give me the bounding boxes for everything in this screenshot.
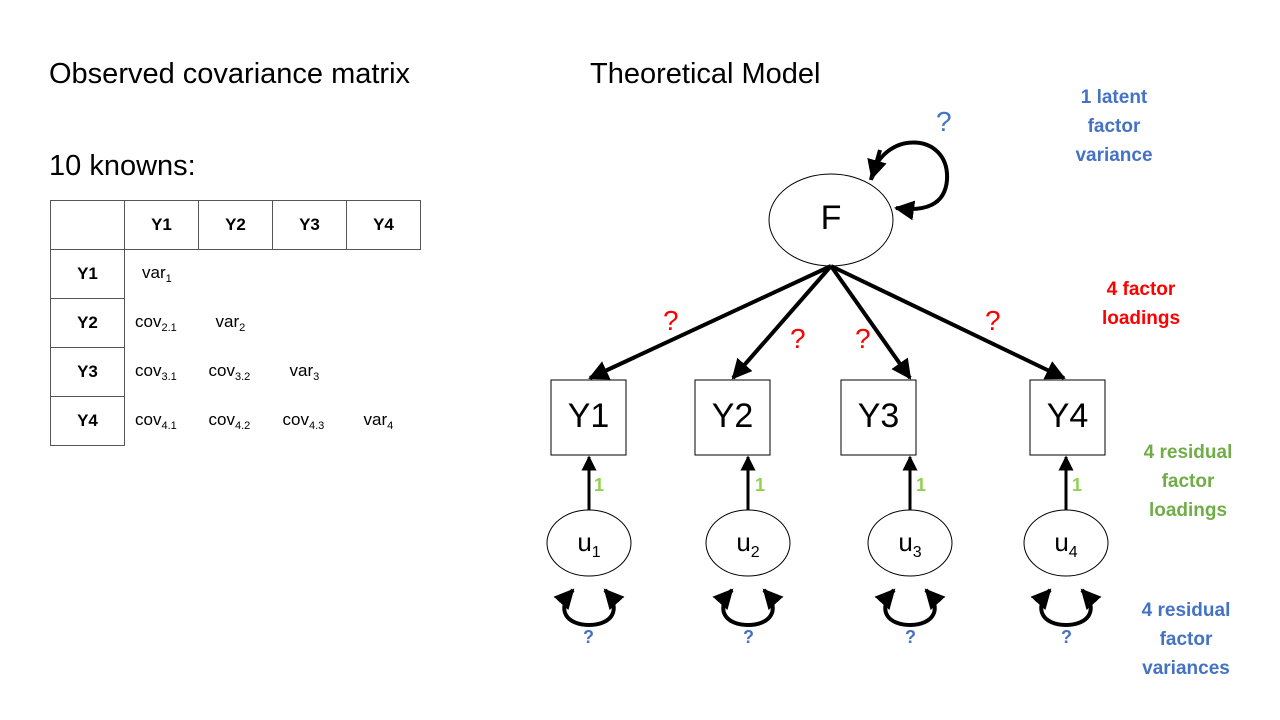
residual-node-u3 bbox=[867, 509, 953, 577]
latent-variance-unknown: ? bbox=[936, 106, 952, 137]
matrix-header-row: Y1 Y2 Y3 Y4 bbox=[50, 200, 421, 250]
knowns-label: 10 knowns: bbox=[49, 150, 196, 182]
matrix-col-header: Y4 bbox=[346, 200, 421, 250]
matrix-row-header: Y4 bbox=[50, 396, 125, 446]
residual-variance-unknown-4: ? bbox=[1061, 627, 1072, 647]
matrix-cell: cov3.2 bbox=[208, 361, 251, 383]
matrix-row: Y2 cov2.1 var2 bbox=[50, 298, 421, 348]
residual-variance-arrow-4 bbox=[1030, 588, 1102, 628]
observed-label-y3: Y3 bbox=[857, 397, 900, 435]
observed-label-y2: Y2 bbox=[711, 397, 754, 435]
loading-arrow-y4 bbox=[830, 264, 1066, 380]
residual-node-u1 bbox=[546, 509, 632, 577]
matrix-col-header: Y1 bbox=[124, 200, 199, 250]
matrix-cell: cov4.1 bbox=[135, 410, 177, 432]
observed-label-y4: Y4 bbox=[1046, 397, 1089, 435]
residual-variance-unknown-1: ? bbox=[583, 627, 594, 647]
fixed-loading-4: 1 bbox=[1072, 475, 1083, 495]
residual-variances-annotation: 4 residual factor variances bbox=[1141, 600, 1231, 679]
latent-variance-arrow bbox=[869, 140, 950, 221]
loading-arrow-y3 bbox=[829, 264, 912, 380]
residual-label-u3: u3 bbox=[898, 527, 922, 561]
residual-label-u4: u4 bbox=[1054, 527, 1078, 561]
factor-loadings-annotation: 4 factor loadings bbox=[1101, 279, 1181, 329]
residual-node-u4 bbox=[1023, 509, 1109, 577]
matrix-cell: var3 bbox=[289, 361, 320, 383]
matrix-row: Y3 cov3.1 cov3.2 var3 bbox=[50, 347, 421, 397]
observed-node-y4 bbox=[1029, 379, 1106, 456]
observed-matrix-title: Observed covariance matrix bbox=[49, 58, 411, 90]
latent-variance-annotation: 1 latent factor variance bbox=[1075, 87, 1153, 166]
matrix-row: Y1 var1 bbox=[50, 249, 421, 299]
matrix-row: Y4 cov4.1 cov4.2 cov4.3 var4 bbox=[50, 396, 421, 446]
residual-variance-unknown-3: ? bbox=[905, 627, 916, 647]
matrix-row-header: Y2 bbox=[50, 298, 125, 348]
loading-arrow-y2 bbox=[731, 264, 833, 380]
matrix-cell: cov4.2 bbox=[208, 410, 251, 432]
theoretical-model-title: Theoretical Model bbox=[590, 58, 821, 90]
latent-variance-arrow-start bbox=[867, 149, 887, 180]
latent-factor-label: F bbox=[820, 199, 842, 237]
matrix-cell: cov2.1 bbox=[135, 312, 177, 334]
residual-loadings-annotation: 4 residual factor loadings bbox=[1143, 442, 1233, 521]
matrix-col-header: Y3 bbox=[272, 200, 347, 250]
matrix-cell: var2 bbox=[215, 312, 246, 334]
observed-node-y1 bbox=[550, 379, 627, 456]
residual-label-u1: u1 bbox=[577, 527, 601, 561]
observed-node-y2 bbox=[694, 379, 771, 456]
matrix-row-header: Y3 bbox=[50, 347, 125, 397]
residual-label-u2: u2 bbox=[736, 527, 760, 561]
matrix-cell: cov3.1 bbox=[135, 361, 177, 383]
loading-unknown-y1: ? bbox=[663, 305, 679, 336]
residual-node-u2 bbox=[705, 509, 791, 577]
matrix-cell: var4 bbox=[363, 410, 394, 432]
loading-unknown-y3: ? bbox=[855, 323, 871, 354]
fixed-loading-2: 1 bbox=[755, 475, 766, 495]
observed-node-y3 bbox=[840, 379, 917, 456]
matrix-row-header: Y1 bbox=[50, 249, 125, 299]
residual-variance-arrow-3 bbox=[874, 588, 946, 628]
matrix-col-header: Y2 bbox=[198, 200, 273, 250]
matrix-cell: var1 bbox=[142, 263, 172, 286]
residual-variance-unknown-2: ? bbox=[743, 627, 754, 647]
loading-unknown-y2: ? bbox=[790, 323, 806, 354]
fixed-loading-1: 1 bbox=[594, 475, 605, 495]
loading-unknown-y4: ? bbox=[985, 305, 1001, 336]
matrix-corner-cell bbox=[50, 200, 125, 250]
residual-variance-arrow-1 bbox=[553, 588, 625, 628]
observed-label-y1: Y1 bbox=[567, 397, 610, 435]
matrix-cell: cov4.3 bbox=[282, 410, 325, 432]
residual-variance-arrow-2 bbox=[712, 588, 784, 628]
loading-arrow-y1 bbox=[588, 264, 832, 380]
fixed-loading-3: 1 bbox=[916, 475, 927, 495]
